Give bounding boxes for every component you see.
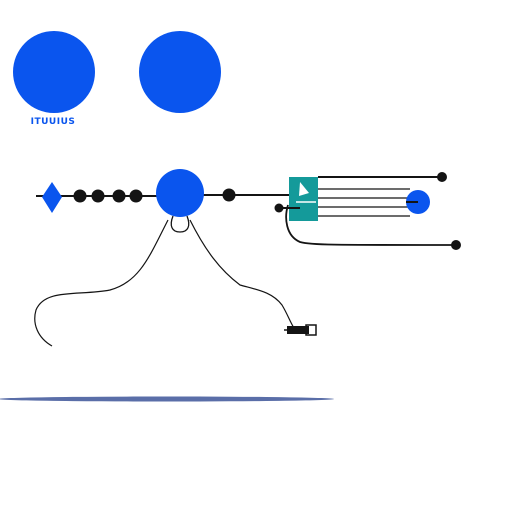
dot-2 — [91, 189, 105, 203]
dot-1 — [73, 189, 87, 203]
header-label: ITUUIUS — [31, 117, 76, 127]
lower-wire — [285, 204, 456, 246]
dot-3 — [112, 189, 126, 203]
diamond-node — [42, 182, 62, 213]
dot-4 — [129, 189, 143, 203]
hub-circle — [156, 169, 204, 217]
left-cable — [34, 219, 169, 347]
big-circle-left — [13, 31, 95, 113]
right-cable — [189, 219, 295, 329]
hub-loop — [170, 215, 190, 233]
plug-connector — [284, 324, 317, 336]
bottom-divider — [0, 396, 334, 402]
end-dot-bottom — [451, 240, 461, 250]
teal-box — [289, 177, 318, 221]
teal-box-triangle — [299, 182, 309, 196]
big-circle-right — [139, 31, 221, 113]
end-dot-top — [437, 172, 447, 182]
dot-5 — [222, 188, 236, 202]
box-connector-dot — [274, 203, 284, 213]
